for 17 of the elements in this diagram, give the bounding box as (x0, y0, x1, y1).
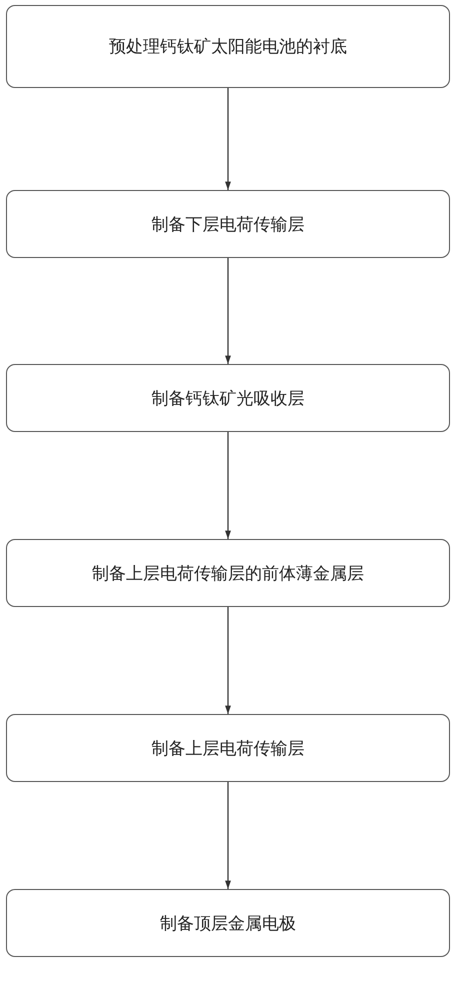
process-box (6, 364, 450, 432)
step-text: 预处理钙钛矿太阳能电池的衬底 (109, 36, 347, 58)
step-text: 制备上层电荷传输层 (152, 738, 304, 760)
arrow (225, 432, 231, 539)
step-text: 制备钙钛矿光吸收层 (152, 388, 304, 410)
step-text: 制备顶层金属电极 (160, 912, 296, 934)
arrow (225, 607, 231, 714)
process-box (6, 190, 450, 258)
arrow (225, 88, 231, 190)
step-text: 制备上层电荷传输层的前体薄金属层 (92, 562, 364, 584)
process-box (6, 714, 450, 782)
process-box (6, 5, 450, 88)
arrow (225, 782, 231, 889)
step-text: 制备下层电荷传输层 (152, 214, 304, 236)
arrow (225, 258, 231, 364)
process-box (6, 539, 450, 607)
process-box (6, 889, 450, 957)
